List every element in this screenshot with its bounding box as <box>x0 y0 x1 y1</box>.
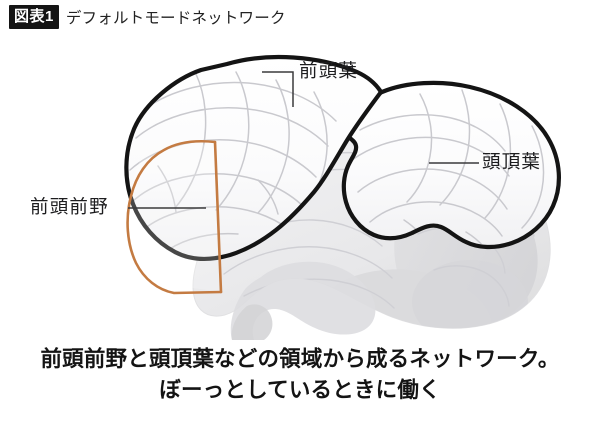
leader-line-frontal-lobe <box>262 71 294 107</box>
callout-leader-lines <box>128 71 479 209</box>
figure-caption: 前頭前野と頭頂葉などの領域から成るネットワーク。 ぼーっとしているときに働く <box>0 344 600 405</box>
frontal-lobe-outline <box>124 54 384 261</box>
caption-line-1: 前頭前野と頭頂葉などの領域から成るネットワーク。 <box>40 347 560 371</box>
figure-header: 図表1 デフォルトモードネットワーク <box>0 0 600 34</box>
prefrontal-divider-line <box>213 140 223 294</box>
figure-number-badge: 図表1 <box>9 5 59 29</box>
prefrontal-cortex-region <box>126 134 223 295</box>
label-parietal-lobe: 頭頂葉 <box>482 151 542 172</box>
figure-title: デフォルトモードネットワーク <box>65 10 286 27</box>
prefrontal-cortex-outline <box>126 139 223 295</box>
caption-line-2: ぼーっとしているときに働く <box>159 377 441 402</box>
parietal-sulci <box>351 89 545 248</box>
brain-illustration <box>124 54 561 340</box>
label-prefrontal-cortex: 前頭前野 <box>30 196 109 217</box>
brain-diagram: 前頭葉 頭頂葉 前頭前野 <box>0 34 600 340</box>
parietal-lobe-region <box>341 80 561 250</box>
label-frontal-lobe: 前頭葉 <box>299 60 359 81</box>
frontal-sulci <box>129 71 337 251</box>
